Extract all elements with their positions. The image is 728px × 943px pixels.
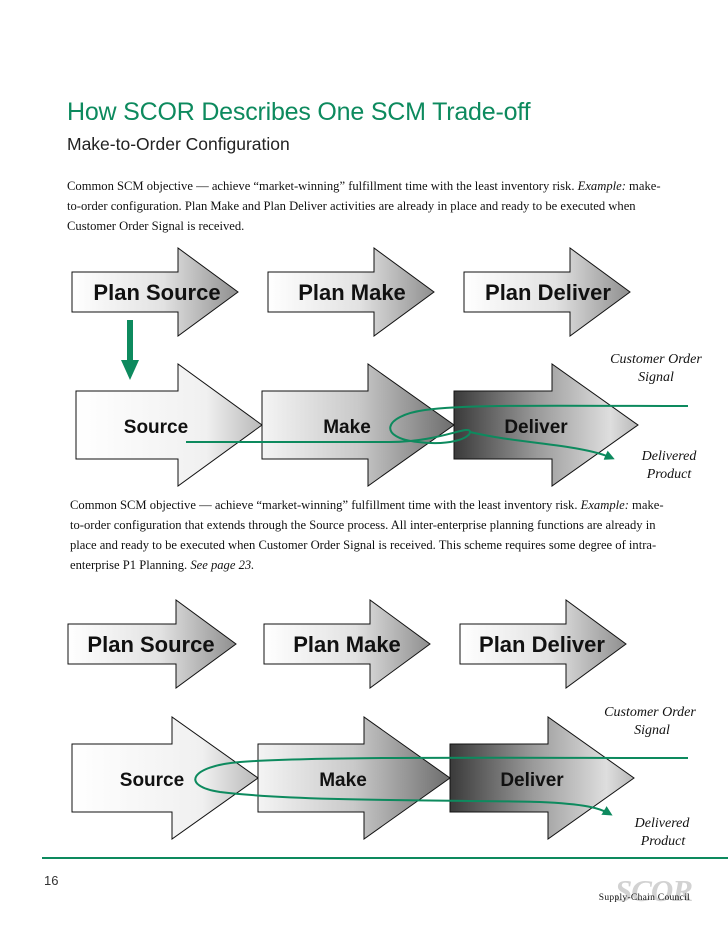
scor-logo: SCOR Supply-Chain Council [588,873,693,910]
paragraph-2-example-label: Example: [580,498,629,512]
paragraph-2-text-a: Common SCM objective — achieve “market-w… [70,498,581,512]
plan-source-arrow [71,247,239,337]
delivered-product-label-line-1: Delivered [634,816,691,831]
paragraph-1-example-label: Example: [577,179,626,193]
order-signal-label-line-2: Signal [638,370,674,385]
plan-make-label: Plan Make [298,280,406,305]
deliver-label: Deliver [504,417,568,438]
order-flow-line [194,756,689,816]
make-label: Make [323,417,371,438]
plan-deliver-arrow [463,247,631,337]
plan-make-label: Plan Make [293,632,401,657]
order-signal-label-line-1: Customer Order [604,705,696,720]
delivered-product-label-line-2: Product [646,467,693,482]
page-subtitle: Make-to-Order Configuration [67,134,290,154]
plan-make-arrow [267,247,435,337]
page-number: 16 [44,873,59,888]
diagram-1: Plan Source Plan Make Plan Deliver Sourc… [71,247,702,487]
source-arrow [71,716,259,840]
plan-source-arrow [67,599,237,689]
deliver-label: Deliver [500,770,564,791]
make-arrow [261,363,455,487]
order-signal-label-line-2: Signal [634,723,670,738]
make-label: Make [319,770,367,791]
paragraph-1-text-b: make-to-order configuration. Plan Make a… [67,179,661,233]
source-label: Source [124,417,188,438]
delivered-product-label-line-2: Product [640,834,687,849]
plan-deliver-arrow [459,599,627,689]
paragraph-2-text-b: make-to-order configuration that extends… [70,498,664,572]
order-signal-label-line-1: Customer Order [610,352,702,367]
make-arrow [257,716,451,840]
delivered-product-label-line-1: Delivered [641,449,698,464]
council-name: Supply-Chain Council [598,893,690,903]
description-paragraph-1: Common SCM objective — achieve “market-w… [67,176,667,236]
plan-deliver-label: Plan Deliver [485,280,611,305]
plan-source-label: Plan Source [93,280,220,305]
plan-source-label: Plan Source [87,632,214,657]
deliver-arrow [449,716,635,840]
plan-make-arrow [263,599,431,689]
description-paragraph-2: Common SCM objective — achieve “market-w… [70,495,670,575]
page-title: How SCOR Describes One SCM Trade-off [67,98,531,126]
green-down-arrow [121,320,139,380]
diagram-2: Plan Source Plan Make Plan Deliver Sourc… [67,599,696,849]
deliver-arrow [453,363,639,487]
paragraph-1-text-a: Common SCM objective — achieve “market-w… [67,179,578,193]
paragraph-2-page-reference: See page 23. [190,558,255,572]
footer-divider [42,857,728,859]
plan-deliver-label: Plan Deliver [479,632,605,657]
source-label: Source [120,770,184,791]
order-flow-line [186,404,689,458]
scor-logo-text: SCOR [615,873,693,908]
source-arrow [75,363,263,487]
